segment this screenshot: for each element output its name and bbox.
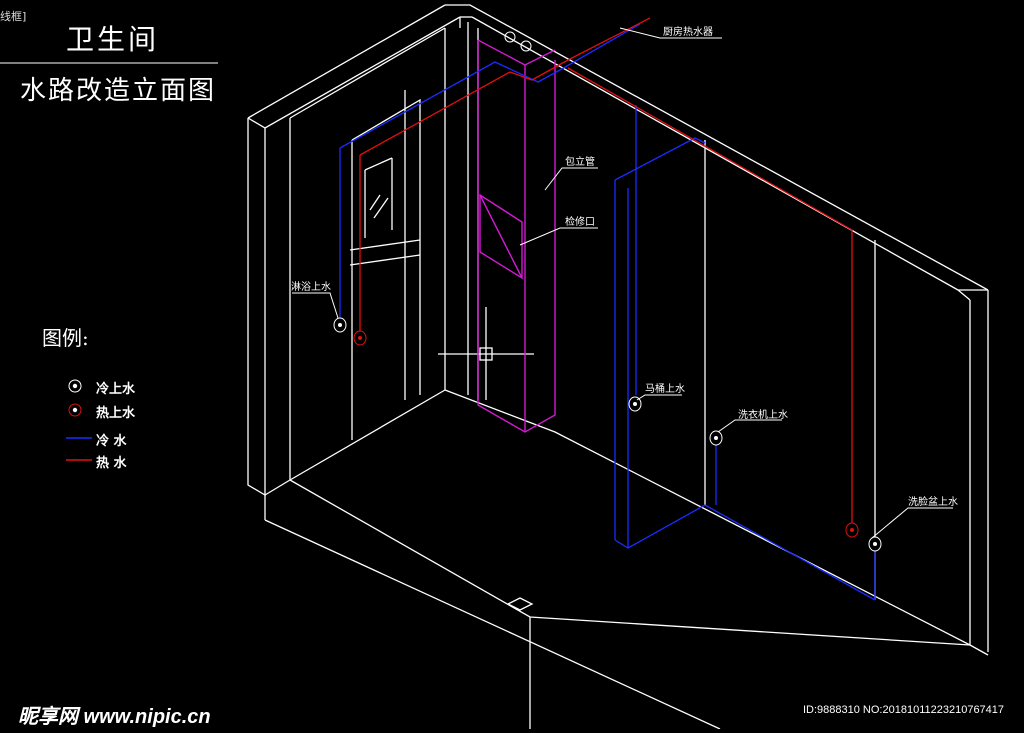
label-water-heater: 厨房热水器 [663,25,713,38]
legend-label-cold-outlet: 冷上水 [96,382,136,397]
vent-hole-2 [520,40,532,52]
toilet-outlet-icon [628,396,642,412]
label-washer: 洗衣机上水 [738,408,788,421]
legend-label-hot-outlet: 热上水 [96,406,136,421]
left-wall-edge [247,117,266,497]
drawing-subtitle: 水路改造立面图 [20,76,217,106]
label-access-port: 检修口 [565,215,595,228]
label-basin: 洗脸盆上水 [908,495,958,508]
basin-hot-outlet-icon [845,522,859,538]
hot-water-lines [359,17,853,528]
label-pipe-box: 包立管 [565,155,595,168]
view-tag: 线框] [0,10,27,23]
watermark-logo: 昵享网 www.nipic.cn [18,706,211,728]
shower-cold-outlet-icon [333,317,347,333]
leader-lines [292,27,953,539]
legend-symbols [66,379,92,461]
legend-title: 图例: [42,326,89,350]
pipe-box [477,39,556,433]
cold-water-lines [339,23,876,601]
outlets [333,317,882,552]
legend-label-cold-line: 冷 水 [96,434,127,449]
label-toilet: 马桶上水 [645,382,685,395]
drawing-title: 卫生间 [66,23,160,56]
legend-hot-outlet-icon [68,403,82,417]
basin-cold-outlet-icon [868,536,882,552]
legend-label-hot-line: 热 水 [96,456,127,471]
wall-outlines [247,4,989,730]
washer-outlet-icon [709,430,723,446]
vent-hole-1 [504,31,516,43]
shower-hot-outlet-icon [353,330,367,346]
legend-cold-outlet-icon [68,379,82,393]
label-shower: 淋浴上水 [291,280,331,293]
watermark-id: ID:9888310 NO:20181011223210767417 [803,704,1005,716]
